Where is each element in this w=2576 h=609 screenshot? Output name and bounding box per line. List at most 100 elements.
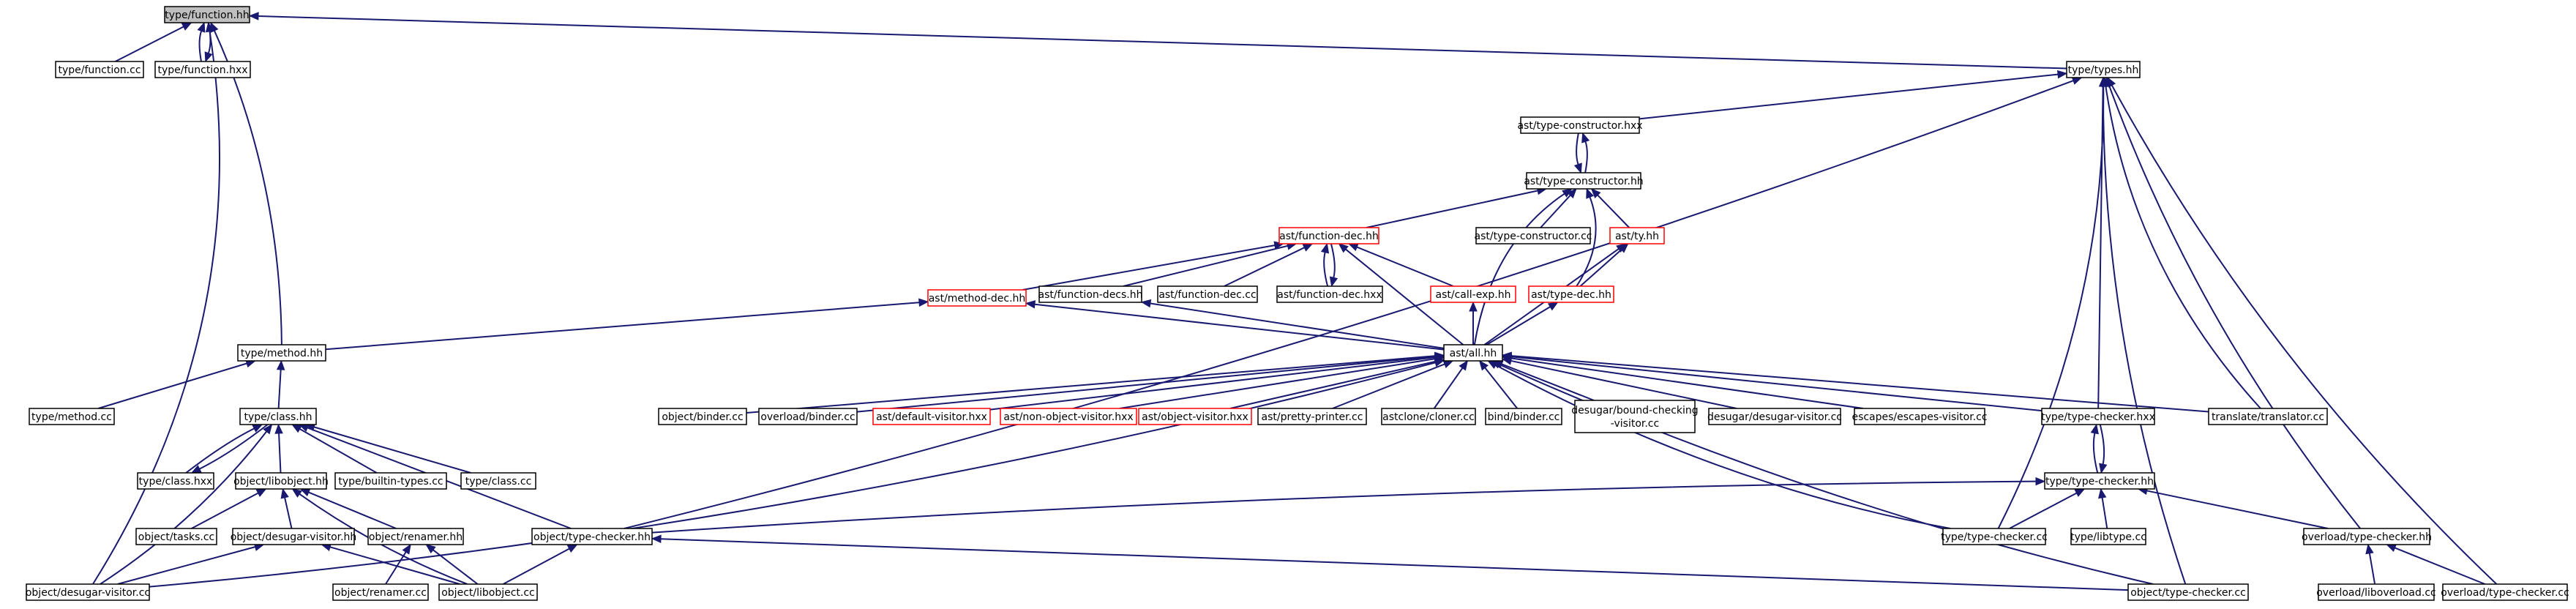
node-label: type/function.hxx [157, 64, 247, 76]
node-non-object-visitor-hxx[interactable]: ast/non-object-visitor.hxx [1000, 408, 1137, 425]
node-object-binder-cc[interactable]: object/binder.cc [658, 408, 747, 425]
node-escapes-visitor-cc[interactable]: escapes/escapes-visitor.cc [1852, 408, 1988, 425]
arrowhead-all_hh [1478, 359, 1489, 371]
node-call-exp-hh[interactable]: ast/call-exp.hh [1430, 285, 1516, 303]
node-object-visitor-hxx[interactable]: ast/object-visitor.hxx [1138, 408, 1252, 425]
edge-type_constructor_hxx-to-types_hh [1639, 73, 2059, 120]
arrowhead-class_hh [274, 423, 283, 434]
node-box [26, 583, 150, 601]
node-type-constructor-hxx[interactable]: ast/type-constructor.hxx [1517, 116, 1643, 134]
node-box [1443, 344, 1503, 362]
node-function-decs-hh[interactable]: ast/function-decs.hh [1038, 285, 1143, 303]
node-box [1038, 285, 1142, 303]
node-box [872, 408, 991, 425]
node-class-hh[interactable]: type/class.hh [239, 408, 317, 425]
arrowhead-libobject_hh [255, 488, 267, 497]
edge-all_hh-to-function_decs_hh [1150, 302, 1445, 349]
node-ty-hh[interactable]: ast/ty.hh [1609, 227, 1665, 244]
edge-cloner_cc-to-all_hh [1433, 367, 1464, 409]
node-type-constructor-hh[interactable]: ast/type-constructor.hh [1524, 172, 1644, 190]
node-type-checker-hxx[interactable]: type/type-checker.hxx [2041, 408, 2155, 425]
node-bind-binder-cc[interactable]: bind/binder.cc [1485, 408, 1562, 425]
node-object-type-checker-hh[interactable]: object/type-checker.hh [531, 528, 653, 545]
edge-type_dec_hh-to-ty_hh [1579, 249, 1622, 287]
node-function-hxx[interactable]: type/function.hxx [154, 61, 251, 78]
edge-type_checker_hxx-to-type_checker_hh [2099, 424, 2105, 465]
node-type-type-checker-cc[interactable]: type/type-checker.cc [1941, 528, 2048, 545]
node-libobject-cc[interactable]: object/libobject.cc [438, 583, 538, 601]
node-class-cc[interactable]: type/class.cc [460, 472, 536, 490]
node-tasks-cc[interactable]: object/tasks.cc [135, 528, 217, 545]
node-overload-type-checker-cc[interactable]: overload/type-checker.cc [2441, 583, 2569, 601]
node-object-desugar-visitor-hh[interactable]: object/desugar-visitor.hh [231, 528, 357, 545]
arrowhead-renamer_hh [402, 543, 411, 555]
node-label: type/type-checker.cc [1941, 531, 2048, 543]
node-renamer-hh[interactable]: object/renamer.hh [367, 528, 464, 545]
node-method-cc[interactable]: type/method.cc [29, 408, 115, 425]
node-function-cc[interactable]: type/function.cc [55, 61, 144, 78]
node-function-dec-hh[interactable]: ast/function-dec.hh [1278, 227, 1379, 244]
edge-type_constructor_cc-to-type_constructor_hh [1540, 195, 1571, 228]
node-all-hh[interactable]: ast/all.hh [1443, 344, 1503, 362]
node-overload-binder-cc[interactable]: overload/binder.cc [758, 408, 858, 425]
node-desugar-desugar-visitor-cc[interactable]: desugar/desugar-visitor.cc [1707, 408, 1842, 425]
node-object-type-checker-cc[interactable]: object/type-checker.cc [2127, 583, 2249, 601]
node-class-hxx[interactable]: type/class.hxx [137, 472, 214, 490]
edge-type_constructor_hxx-to-type_constructor_hh [1576, 132, 1579, 165]
node-label: type/libtype.cc [2070, 531, 2146, 543]
edge-function_cc-to-function_hh [115, 26, 184, 62]
edge-type_checker_hh-to-type_checker_hxx [2092, 433, 2099, 474]
node-label: object/type-checker.cc [2130, 587, 2246, 599]
node-bound-checking-visitor-cc[interactable]: desugar/bound-checking-visitor.cc [1571, 400, 1699, 433]
node-label: overload/binder.cc [760, 411, 855, 423]
arrowhead-function_hh [248, 12, 259, 20]
arrowhead-class_hh [291, 424, 302, 433]
edge-renamer_hh-to-libobject_hh [308, 491, 397, 529]
node-function-dec-hxx[interactable]: ast/function-dec.hxx [1276, 285, 1383, 303]
arrowhead-types_hh [2071, 76, 2083, 85]
node-label: desugar/desugar-visitor.cc [1707, 411, 1842, 423]
edge-type_type_checker_cc-to-types_hh [1997, 86, 2105, 529]
node-overload-type-checker-hh[interactable]: overload/type-checker.hh [2302, 528, 2432, 545]
node-box [1257, 408, 1367, 425]
node-type-constructor-cc[interactable]: ast/type-constructor.cc [1474, 227, 1592, 244]
node-liboverload-cc[interactable]: overload/liboverload.cc [2316, 583, 2436, 601]
node-libobject-hh[interactable]: object/libobject.hh [233, 472, 329, 490]
node-box [1574, 400, 1696, 433]
edge-desugar_desugar_visitor_cc-to-all_hh [1510, 359, 1737, 409]
node-type-checker-hh[interactable]: type/type-checker.hh [2044, 472, 2155, 490]
edge-overload_type_checker_hh-to-type_checker_hh [2146, 490, 2329, 529]
node-label: type/method.cc [31, 411, 112, 423]
node-pretty-printer-cc[interactable]: ast/pretty-printer.cc [1257, 408, 1367, 425]
node-label: ast/type-constructor.hxx [1517, 120, 1642, 132]
node-label: -visitor.cc [1611, 418, 1659, 430]
node-builtin-types-cc[interactable]: type/builtin-types.cc [334, 472, 447, 490]
edge-bound_checking_visitor_cc-to-all_hh [1501, 363, 1595, 401]
node-box [1276, 285, 1383, 303]
node-renamer-cc[interactable]: object/renamer.cc [332, 583, 429, 601]
node-label: object/tasks.cc [138, 531, 214, 543]
node-function-hh[interactable]: type/function.hh [164, 6, 250, 23]
edge-object_desugar_visitor_cc-to-class_hh [100, 430, 267, 585]
edge-all_hh-to-function_dec_hh [1345, 248, 1464, 345]
node-method-hh[interactable]: type/method.hh [237, 344, 326, 362]
node-libtype-cc[interactable]: type/libtype.cc [2070, 528, 2146, 545]
node-box [2442, 583, 2568, 601]
node-default-visitor-hxx[interactable]: ast/default-visitor.hxx [872, 408, 991, 425]
edge-libtype_cc-to-type_checker_hh [2101, 497, 2108, 529]
edge-pretty_printer_cc-to-all_hh [1332, 363, 1445, 409]
node-method-dec-hh[interactable]: ast/method-dec.hh [927, 289, 1027, 307]
node-types-hh[interactable]: type/types.hh [2066, 61, 2141, 78]
node-box [1138, 408, 1252, 425]
node-box [154, 61, 251, 78]
arrowhead-type_checker_hh [2098, 487, 2107, 499]
node-type-dec-hh[interactable]: ast/type-dec.hh [1528, 285, 1614, 303]
node-cloner-cc[interactable]: astclone/cloner.cc [1381, 408, 1476, 425]
node-box [658, 408, 747, 425]
node-function-dec-cc[interactable]: ast/function-dec.cc [1157, 285, 1258, 303]
node-object-desugar-visitor-cc[interactable]: object/desugar-visitor.cc [26, 583, 150, 601]
node-box [1520, 116, 1640, 134]
node-label: ast/non-object-visitor.hxx [1003, 411, 1133, 423]
arrowhead-all_hh [1459, 359, 1469, 371]
node-translator-cc[interactable]: translate/translator.cc [2208, 408, 2328, 425]
